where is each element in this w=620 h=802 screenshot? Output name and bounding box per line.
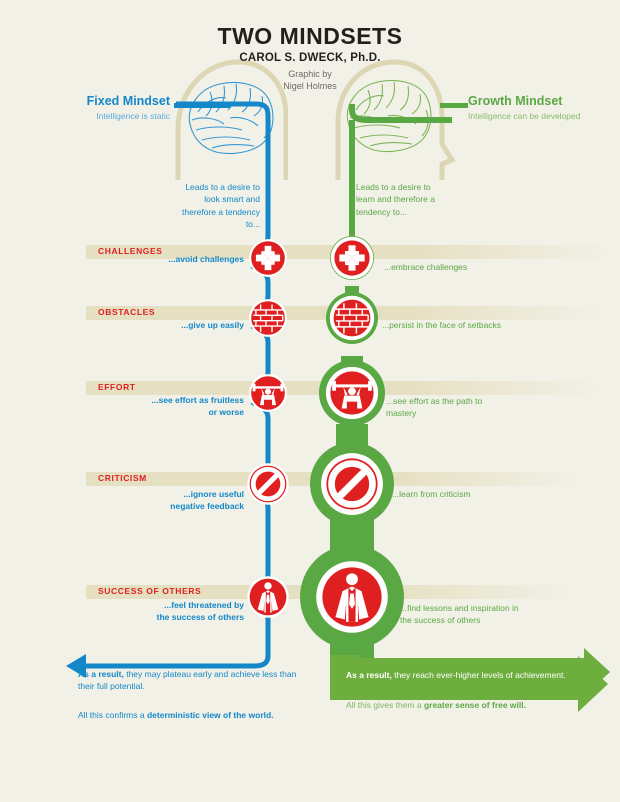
fixed-caption-success-of-others: ...feel threatened by the success of oth… xyxy=(156,600,244,622)
fixed-arrowhead-icon xyxy=(66,654,86,678)
fixed-person-in-suit-icon xyxy=(245,574,291,625)
growth-caption-obstacles: ...persist in the face of setbacks xyxy=(382,320,502,330)
fixed-mindset-title: Fixed Mindset xyxy=(86,94,170,108)
growth-closing-pre: All this gives them a xyxy=(346,700,424,710)
growth-lead-text: Leads to a desire to learn and therefore… xyxy=(356,182,435,217)
growth-arrows-cross-icon xyxy=(330,236,374,285)
growth-prohibition-sign-icon xyxy=(320,452,384,521)
category-label-success-of-others: SUCCESS OF OTHERS xyxy=(98,586,202,596)
author-name: CAROL S. DWECK, Ph.D. xyxy=(239,52,381,65)
category-label-effort: EFFORT xyxy=(98,382,136,392)
growth-mindset-title: Growth Mindset xyxy=(468,94,563,108)
fixed-label-connector-dash xyxy=(174,103,230,108)
growth-closing-text: All this gives them a greater sense of f… xyxy=(346,699,611,711)
fixed-mindset-label: Fixed Mindset Intelligence is static xyxy=(40,94,170,121)
credit-line-2: Nigel Holmes xyxy=(283,80,337,91)
growth-conclusion-rest: they reach ever-higher levels of achieve… xyxy=(394,670,566,680)
growth-conclusion-text: As a result, they reach ever-higher leve… xyxy=(346,669,606,681)
fixed-conclusion-bold: As a result, xyxy=(78,669,124,679)
fixed-caption-criticism: ...ignore useful negative feedback xyxy=(170,489,244,511)
fixed-caption-challenges: ...avoid challenges xyxy=(168,254,244,264)
title-block: TWO MINDSETS CAROL S. DWECK, Ph.D. Graph… xyxy=(0,24,620,93)
fixed-caption-effort: ...see effort as fruitless or worse xyxy=(151,395,244,417)
growth-closing-bold: greater sense of free will. xyxy=(423,700,526,710)
fixed-weightlifter-icon xyxy=(247,372,289,419)
growth-weightlifter-icon xyxy=(325,366,379,425)
fixed-lead-text: Leads to a desire to look smart and ther… xyxy=(182,182,260,229)
credit-line-1: Graphic by xyxy=(288,69,332,80)
growth-conclusion-bold: As a result, xyxy=(346,670,392,680)
page-title: TWO MINDSETS xyxy=(217,23,403,49)
growth-mindset-subtitle: Intelligence can be developed xyxy=(468,110,581,121)
category-label-challenges: CHALLENGES xyxy=(98,246,163,256)
growth-caption-challenges: ...embrace challenges xyxy=(384,262,468,272)
fixed-closing-text: All this confirms a deterministic view o… xyxy=(78,709,308,721)
category-label-criticism: CRITICISM xyxy=(98,473,147,483)
fixed-closing-pre: All this confirms a xyxy=(78,709,147,720)
growth-label-connector-dash xyxy=(440,103,468,108)
fixed-closing-bold: deterministic view of the world. xyxy=(146,709,274,720)
growth-caption-criticism: ...learn from criticism xyxy=(392,489,471,499)
fixed-conclusion-block: As a result, they may plateau early and … xyxy=(78,668,308,721)
growth-person-in-suit-icon xyxy=(315,560,389,639)
graphic-credit: Graphic by Nigel Holmes xyxy=(0,69,620,92)
fixed-arrows-cross-icon xyxy=(247,237,289,284)
growth-brick-wall-icon xyxy=(329,295,375,346)
fixed-caption-obstacles: ...give up easily xyxy=(181,320,244,330)
growth-mindset-label: Growth Mindset Intelligence can be devel… xyxy=(468,94,618,121)
fixed-prohibition-sign-icon xyxy=(245,461,291,512)
fixed-conclusion-text: As a result, they may plateau early and … xyxy=(78,668,308,693)
growth-caption-success-of-others: ...find lessons and inspiration in the s… xyxy=(400,603,519,625)
fixed-mindset-subtitle: Intelligence is static xyxy=(96,110,170,121)
category-label-obstacles: OBSTACLES xyxy=(98,307,156,317)
fixed-brick-wall-icon xyxy=(247,297,289,344)
growth-caption-effort: ...see effort as the path to mastery xyxy=(386,396,483,418)
fixed-conclusion-rest: they may plateau early and achieve less … xyxy=(78,669,297,692)
